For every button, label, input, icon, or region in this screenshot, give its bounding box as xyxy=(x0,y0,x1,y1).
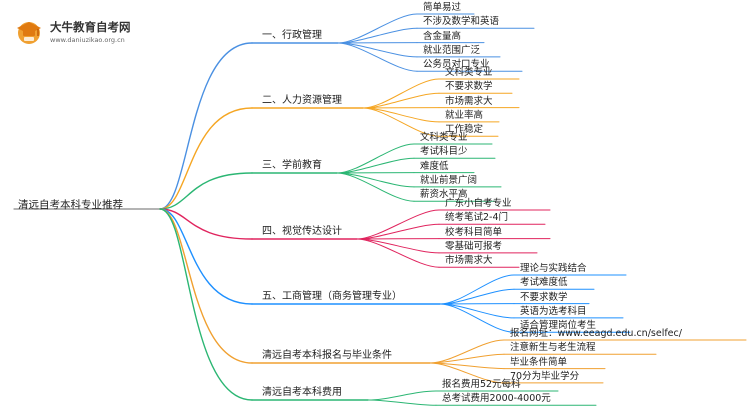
logo-url: www.daniuzikao.org.cn xyxy=(50,36,125,44)
leaf-connector-2-5 xyxy=(362,107,440,137)
leaf-connector-1-1 xyxy=(337,13,418,44)
leaf-connector-3-1 xyxy=(336,143,415,174)
leaf-node-1-3: 含金量高 xyxy=(423,30,462,42)
branch-node-7: 清远自考本科费用 xyxy=(262,387,342,398)
branch-connector-1 xyxy=(159,42,253,210)
leaf-node-3-3: 难度低 xyxy=(420,160,449,172)
branch-node-5: 五、工商管理（商务管理专业） xyxy=(262,291,402,302)
leaf-node-5-3: 不要求数学 xyxy=(520,291,568,303)
leaf-node-3-4: 就业前景广阔 xyxy=(420,174,478,186)
leaf-node-7-2: 总考试费用2000-4000元 xyxy=(442,393,551,405)
leaf-connector-7-2 xyxy=(367,399,437,406)
leaf-node-1-4: 就业范围广泛 xyxy=(423,44,481,56)
branch-connector-4 xyxy=(159,208,253,240)
branch-connector-6 xyxy=(159,208,253,364)
leaf-connector-6-1 xyxy=(429,339,505,364)
branch-node-6: 清远自考本科报名与毕业条件 xyxy=(262,350,392,361)
leaf-node-7-1: 报名费用52元每科 xyxy=(442,379,521,390)
leaf-node-2-5: 工作稳定 xyxy=(445,124,484,136)
leaf-node-3-2: 考试科目少 xyxy=(420,146,468,158)
leaf-connector-7-1 xyxy=(367,390,437,401)
leaf-node-4-1: 广东小自考专业 xyxy=(445,198,512,209)
leaf-node-1-5: 公务员对口专业 xyxy=(423,59,490,71)
leaf-connector-4-5 xyxy=(356,238,440,268)
leaf-node-5-2: 考试难度低 xyxy=(520,277,568,289)
leaf-node-4-3: 校考科目简单 xyxy=(445,226,503,238)
leaf-connector-6-4 xyxy=(429,362,505,384)
leaf-connector-6-3 xyxy=(429,362,505,370)
leaf-node-3-1: 文科类专业 xyxy=(420,132,468,143)
leaf-node-6-3: 毕业条件简单 xyxy=(510,356,568,368)
branch-node-3: 三、学前教育 xyxy=(262,160,322,171)
leaf-connector-4-1 xyxy=(356,209,440,240)
leaf-node-2-4: 就业率高 xyxy=(445,109,484,121)
leaf-node-4-5: 市场需求大 xyxy=(445,255,493,267)
leaf-node-4-2: 统考笔试2-4门 xyxy=(445,212,509,224)
leaf-node-1-2: 不涉及数学和英语 xyxy=(423,16,500,28)
leaf-connector-3-5 xyxy=(336,172,415,202)
leaf-node-5-1: 理论与实践结合 xyxy=(520,263,587,274)
branch-connector-5 xyxy=(159,208,253,305)
leaf-node-3-5: 薪资水平高 xyxy=(420,189,468,201)
branch-node-4: 四、视觉传达设计 xyxy=(262,226,342,237)
leaf-node-5-4: 英语为选考科目 xyxy=(520,305,587,317)
leaf-node-6-1: 报名网址：www.eeagd.edu.cn/selfec/ xyxy=(510,328,682,339)
leaf-node-4-4: 零基础可报考 xyxy=(445,240,503,252)
branch-connector-3 xyxy=(159,172,253,210)
branch-node-1: 一、行政管理 xyxy=(262,30,322,41)
leaf-node-1-1: 简单易过 xyxy=(423,2,462,13)
leaf-connector-5-1 xyxy=(439,274,515,305)
branch-connector-2 xyxy=(159,107,253,210)
branch-node-2: 二、人力资源管理 xyxy=(262,95,342,106)
root-node: 清远自考本科专业推荐 xyxy=(18,199,123,211)
leaf-node-2-1: 文科类专业 xyxy=(445,67,493,78)
leaf-connector-2-1 xyxy=(362,78,440,109)
leaf-node-2-2: 不要求数学 xyxy=(445,81,493,93)
leaf-node-5-5: 适合管理岗位考生 xyxy=(520,320,597,332)
logo-title: 大牛教育自考网 xyxy=(50,20,131,34)
leaf-node-2-3: 市场需求大 xyxy=(445,95,493,107)
mortarboard-logo-icon xyxy=(17,22,41,44)
branch-connector-7 xyxy=(159,208,253,401)
leaf-node-6-2: 注意新生与老生流程 xyxy=(510,342,596,354)
leaf-node-6-4: 70分为毕业学分 xyxy=(510,370,580,382)
leaf-connector-1-5 xyxy=(337,42,418,72)
site-logo[interactable]: 大牛教育自考网 www.daniuzikao.org.cn xyxy=(14,17,134,47)
leaf-connector-5-5 xyxy=(439,303,515,333)
